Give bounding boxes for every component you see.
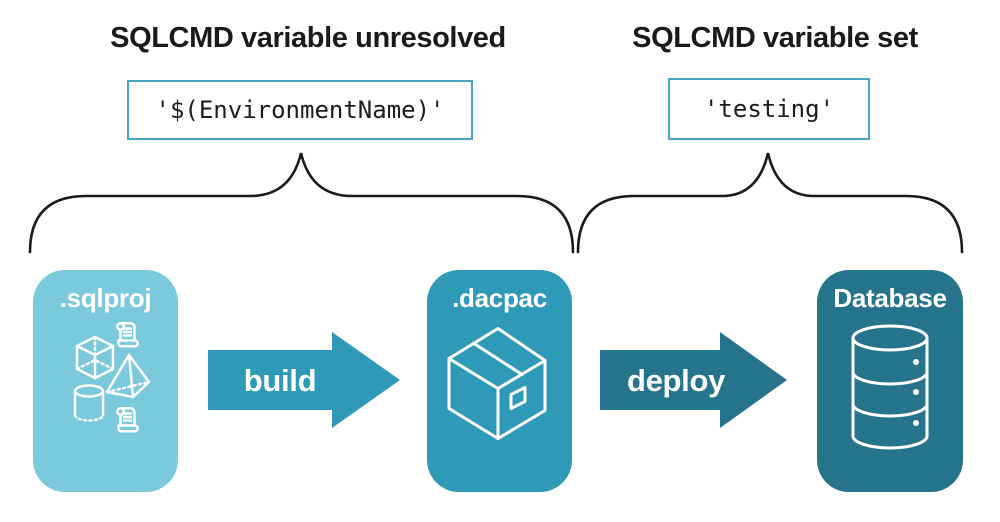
pyramid-icon <box>105 353 151 399</box>
left-code-box: '$(EnvironmentName)' <box>127 80 473 140</box>
cylinder-icon <box>73 384 105 422</box>
left-brace-icon <box>28 152 575 254</box>
sql-project-objects-icon <box>73 322 151 433</box>
build-arrow: build <box>208 332 400 428</box>
build-arrow-shape <box>208 332 400 428</box>
script-scroll-icon <box>116 322 139 348</box>
right-annotation-title: SQLCMD variable set <box>632 22 918 54</box>
deploy-arrow-label: deploy <box>627 363 726 398</box>
node-sqlproj-label: .sqlproj <box>59 283 152 313</box>
right-code-box: 'testing' <box>668 78 870 140</box>
right-code-text: 'testing' <box>703 95 835 123</box>
build-arrow-label: build <box>244 363 317 398</box>
node-sqlproj: .sqlproj <box>33 270 178 492</box>
script-scroll-icon <box>116 407 139 433</box>
deploy-arrow-shape <box>600 332 787 428</box>
database-cylinder-icon <box>851 324 929 450</box>
node-database: Database <box>817 270 963 492</box>
node-dacpac: .dacpac <box>427 270 572 492</box>
right-brace-icon <box>576 152 964 254</box>
cube-icon <box>75 335 115 380</box>
node-dacpac-label: .dacpac <box>452 283 547 313</box>
package-box-icon <box>447 327 547 440</box>
deploy-arrow: deploy <box>600 332 787 428</box>
braces <box>28 152 964 254</box>
left-code-text: '$(EnvironmentName)' <box>155 96 445 124</box>
left-annotation-title: SQLCMD variable unresolved <box>110 22 506 54</box>
node-database-label: Database <box>833 283 947 313</box>
